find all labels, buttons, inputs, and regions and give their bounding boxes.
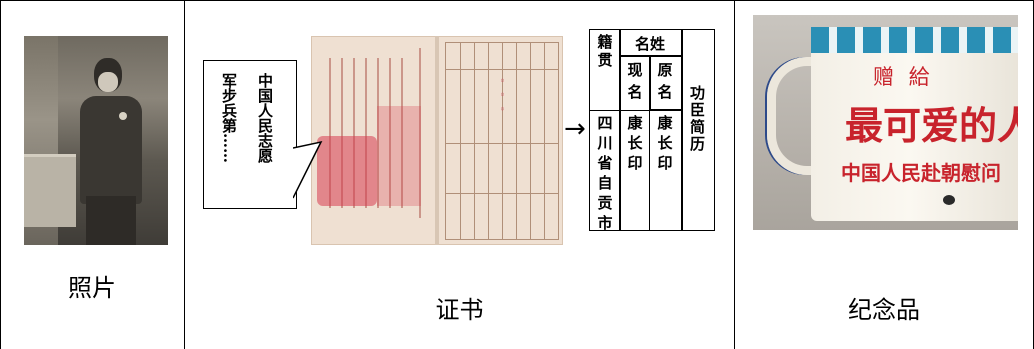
souvenir-cell: 纪念品 xyxy=(735,0,1033,349)
arrow-right-icon: → xyxy=(564,114,586,144)
certificate-right-page: ◦ ◦ ◦ xyxy=(439,36,563,245)
tx-current-name-header: 现名 xyxy=(627,61,643,101)
tx-name-header: 名姓 xyxy=(634,35,665,53)
soldier-legs xyxy=(86,196,136,245)
certificate-left-page xyxy=(311,36,435,245)
tx-native-value: 四川省自贡市 xyxy=(597,114,613,232)
certificate-label: 证书 xyxy=(435,296,484,324)
mug-line-2: 最可爱的人 xyxy=(845,103,1018,148)
handwriting-line xyxy=(341,58,343,208)
grid-line xyxy=(446,193,558,194)
handwriting-line xyxy=(389,58,391,208)
mug-rim-pattern xyxy=(811,27,1018,53)
tx-title-column xyxy=(681,29,715,231)
photo-cell: 照片 xyxy=(0,0,184,349)
red-seal-stamp xyxy=(317,136,377,206)
mug-body xyxy=(811,27,1018,221)
transcription-table: 籍贯 名姓 现名 原名 功臣简历 四川省自贡市 康长印 康长印 xyxy=(589,29,715,232)
mug-line-1: 赠 給 xyxy=(873,65,934,89)
souvenir-mug-image: 赠 給 最可爱的人 中国人民赴朝慰问 xyxy=(753,15,1018,230)
tx-native-header: 籍贯 xyxy=(597,33,613,69)
photo-label: 照片 xyxy=(68,274,116,302)
handwriting-line xyxy=(401,58,403,208)
mug-line-3: 中国人民赴朝慰问 xyxy=(841,161,1001,185)
column-divider-1 xyxy=(184,0,185,349)
soldier-body xyxy=(80,96,142,204)
grid-line xyxy=(460,43,461,239)
red-seal-faint xyxy=(377,106,421,206)
handwriting-line xyxy=(329,58,331,208)
photo-side-table xyxy=(24,154,76,227)
tx-name-header-cell xyxy=(619,29,683,57)
grid-line xyxy=(474,43,475,239)
callout-bubble: 中国人民志愿 军步兵第…… xyxy=(203,60,297,209)
mug-handle xyxy=(767,57,830,175)
handwriting-line xyxy=(419,48,421,218)
grid-line xyxy=(530,43,531,239)
tx-original-name-header: 原名 xyxy=(657,61,673,101)
certificate-image: ◦ ◦ ◦ xyxy=(311,36,563,245)
callout-line-2: 军步兵第…… xyxy=(220,73,238,163)
table-top-border xyxy=(0,0,1034,1)
tx-current-header-cell xyxy=(619,55,651,111)
souvenir-label: 纪念品 xyxy=(848,296,920,324)
grid-line xyxy=(544,43,545,239)
soldier-photo xyxy=(24,36,168,245)
callout-pointer xyxy=(293,140,323,199)
grid-line xyxy=(488,43,489,239)
certificate-fold xyxy=(435,36,439,245)
handwriting-line xyxy=(365,58,367,208)
table-left-border xyxy=(0,0,1,349)
grid-line xyxy=(446,143,558,144)
grid-line xyxy=(516,43,517,239)
handwritten-name: ◦ ◦ ◦ xyxy=(497,76,508,116)
grid-line xyxy=(502,43,503,239)
tx-original-name-value: 康长印 xyxy=(657,114,673,172)
medal-icon xyxy=(119,112,127,120)
grid-line xyxy=(446,69,558,70)
tx-original-header-cell xyxy=(649,55,683,111)
handwriting-line xyxy=(353,58,355,208)
tx-title: 功臣简历 xyxy=(688,85,706,153)
callout-line-1: 中国人民志愿 xyxy=(256,73,274,163)
tx-original-value-cell xyxy=(649,109,683,231)
certificate-cell: 证书 xyxy=(185,0,734,349)
tx-current-name-value: 康长印 xyxy=(627,114,643,172)
mug-enamel-chip xyxy=(943,195,955,205)
handwriting-line xyxy=(377,58,379,208)
tx-native-header-cell xyxy=(589,29,621,111)
soldier-face xyxy=(98,72,118,92)
certificate-form-grid xyxy=(445,42,559,240)
column-divider-2 xyxy=(734,0,735,349)
